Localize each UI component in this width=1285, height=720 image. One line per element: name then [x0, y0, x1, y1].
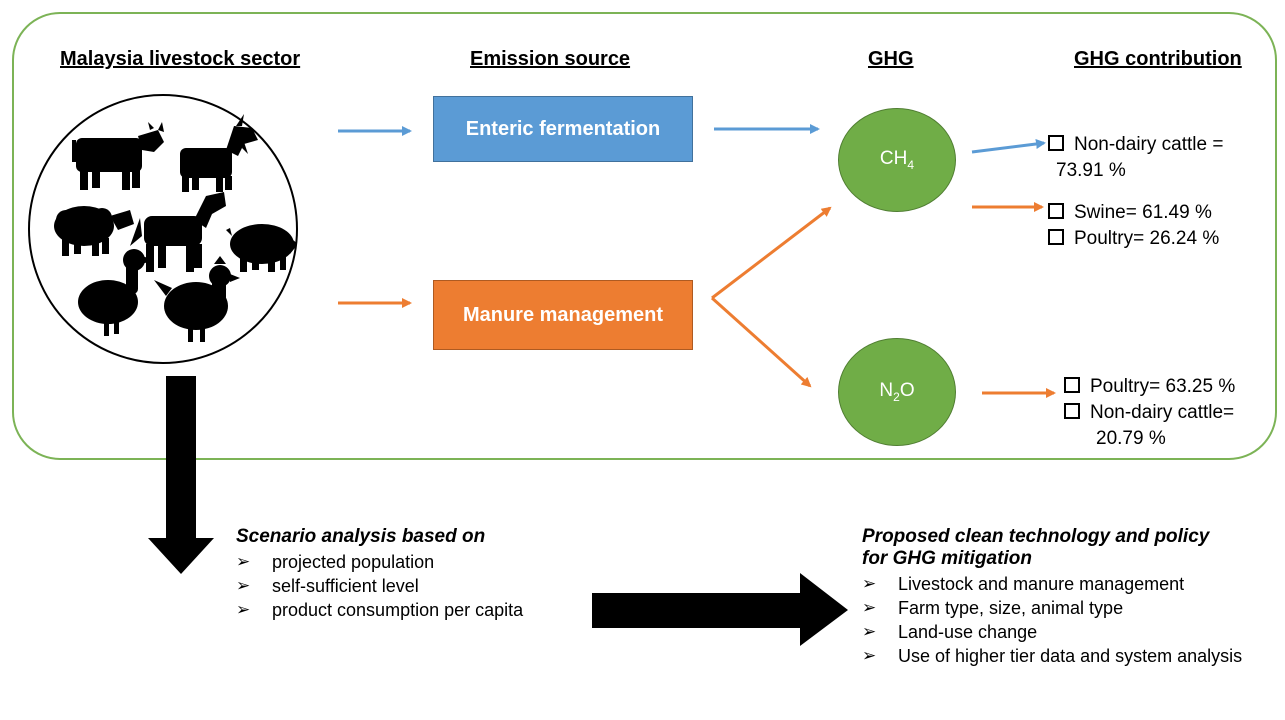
- scenario-list: projected population self-sufficient lev…: [236, 550, 556, 622]
- manure-management-label: Manure management: [462, 303, 664, 326]
- checkbox-icon: [1048, 229, 1064, 245]
- scenario-block: Scenario analysis based on projected pop…: [236, 526, 556, 622]
- header-sector: Malaysia livestock sector: [60, 48, 301, 70]
- livestock-icons: [54, 114, 298, 342]
- ch4-label: CH4: [879, 148, 915, 172]
- proposed-list: Livestock and manure management Farm typ…: [862, 572, 1278, 668]
- list-item: Use of higher tier data and system analy…: [862, 644, 1278, 668]
- header-ghg-contribution: GHG contribution: [1074, 48, 1242, 70]
- n2o-label: N2O: [879, 380, 915, 404]
- proposed-title-line2: for GHG mitigation: [862, 548, 1032, 569]
- right-arrow: [592, 573, 848, 646]
- goat-icon: [180, 114, 258, 192]
- enteric-fermentation-box: Enteric fermentation: [433, 96, 693, 162]
- arrow-manure-to-ch4: [711, 206, 832, 300]
- header-ghg: GHG: [868, 48, 914, 70]
- header-emission-source: Emission source: [470, 48, 631, 70]
- manure-management-box: Manure management: [433, 280, 693, 350]
- checkbox-icon: [1048, 203, 1064, 219]
- n2o-circle: N2O: [838, 338, 956, 446]
- proposed-block: Proposed clean technology and policy for…: [862, 526, 1278, 668]
- contrib-manure-ch4: Swine= 61.49 % Poultry= 26.24 %: [1048, 200, 1219, 252]
- list-item: product consumption per capita: [236, 598, 556, 622]
- down-arrow: [148, 376, 214, 574]
- arrow-ch4-to-contrib: [971, 139, 1046, 154]
- pig-icon: [226, 224, 298, 272]
- list-item: projected population: [236, 550, 556, 574]
- scenario-title: Scenario analysis based on: [236, 526, 486, 547]
- contrib-manure-n2o: Poultry= 63.25 % Non-dairy cattle= 20.79…: [1064, 374, 1235, 452]
- contrib-enteric-ch4: Non-dairy cattle = 73.91 %: [1048, 132, 1223, 184]
- sheep-icon: [54, 206, 134, 256]
- list-item: Livestock and manure management: [862, 572, 1278, 596]
- enteric-fermentation-label: Enteric fermentation: [465, 117, 661, 140]
- diagram-frame: [12, 12, 1277, 460]
- duck-icon: [78, 249, 154, 336]
- chicken-icon: [154, 256, 240, 342]
- arrow-manure-to-n2o: [710, 296, 812, 388]
- checkbox-icon: [1064, 377, 1080, 393]
- proposed-title-line1: Proposed clean technology and policy: [862, 526, 1210, 547]
- list-item: Farm type, size, animal type: [862, 596, 1278, 620]
- checkbox-icon: [1048, 135, 1064, 151]
- livestock-circle: [28, 94, 298, 364]
- list-item: Land-use change: [862, 620, 1278, 644]
- ch4-circle: CH4: [838, 108, 956, 212]
- list-item: self-sufficient level: [236, 574, 556, 598]
- checkbox-icon: [1064, 403, 1080, 419]
- cow-icon: [72, 122, 164, 190]
- horse-icon: [130, 192, 226, 272]
